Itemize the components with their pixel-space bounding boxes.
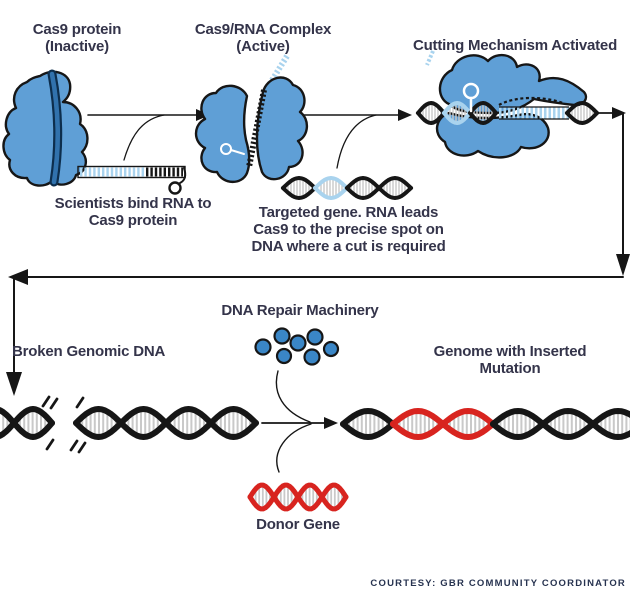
label-cutting-activated: Cutting Mechanism Activated: [412, 37, 618, 54]
repair-dot: [254, 338, 272, 356]
curve-dots-to-arrow: [275, 370, 311, 423]
arrowhead-icon: [398, 109, 412, 121]
rna-loop-tail: [230, 149, 245, 155]
complex-left-lobe: [194, 84, 251, 184]
curve-rna-to-arrow: [123, 114, 165, 161]
targeted-gene-helix: [281, 176, 413, 200]
arrowhead-icon: [612, 107, 626, 119]
hybrid-bar-edges: [499, 106, 569, 120]
broken-dna-left-helix: [0, 406, 55, 440]
label-donor-gene: Donor Gene: [256, 516, 340, 533]
label-targeted-caption: Targeted gene. RNA leads Cas9 to the pre…: [251, 204, 446, 255]
label-complex-active: Cas9/RNA Complex (Active): [194, 21, 332, 55]
donor-gene-helix: [247, 482, 349, 512]
break-marks-icon: [41, 395, 87, 454]
broken-dna: [0, 395, 259, 454]
cutting-dna-helix: [416, 101, 498, 125]
repair-dot: [275, 347, 293, 365]
cas9-rna-complex: [194, 54, 309, 184]
cas9-inactive-blob: [2, 69, 89, 187]
label-bind-caption: Scientists bind RNA to Cas9 protein: [54, 195, 212, 229]
broken-dna-right-helix: [73, 406, 259, 440]
flow-arrows: [6, 107, 630, 473]
mutated-genome-helix: [340, 408, 630, 440]
label-genome-mutation: Genome with Inserted Mutation: [433, 343, 587, 377]
curve-donor-to-arrow: [276, 423, 312, 473]
arrowhead-icon: [616, 254, 630, 276]
cutting-mechanism: [416, 50, 599, 159]
arrowhead-icon: [8, 269, 28, 285]
rna-hook: [179, 167, 187, 184]
label-broken-dna: Broken Genomic DNA: [12, 343, 166, 360]
repair-dot: [306, 328, 324, 346]
credit-line: COURTESY: GBR COMMUNITY COORDINATOR: [370, 578, 626, 589]
label-repair-machinery: DNA Repair Machinery: [221, 302, 379, 319]
cutting-dna-end-helix: [565, 101, 599, 125]
protein-band-inner: [49, 71, 60, 185]
rna-loop-icon: [168, 181, 182, 195]
complex-right-lobe: [255, 76, 309, 181]
repair-dot: [322, 340, 340, 358]
repair-dot: [289, 334, 307, 352]
repair-dot: [303, 348, 321, 366]
repair-dot: [273, 327, 291, 345]
label-cas9-inactive: Cas9 protein (Inactive): [32, 21, 122, 55]
curve-gene-to-arrow: [336, 114, 377, 169]
arrowhead-icon: [324, 417, 338, 429]
arrowhead-icon: [6, 372, 22, 396]
cutter-lower-lobe: [435, 111, 550, 159]
guide-rna-icon: [77, 165, 187, 195]
repair-proteins: [254, 327, 340, 366]
